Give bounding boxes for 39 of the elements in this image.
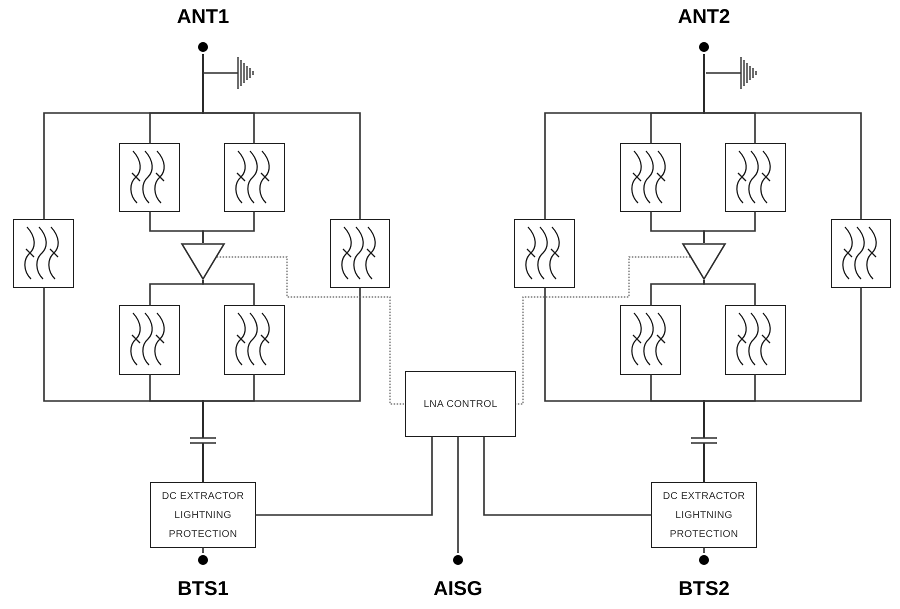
port-label: AISG: [432, 578, 484, 600]
connector-line: [703, 287, 862, 483]
control-line: [516, 256, 690, 405]
connector-line: [202, 548, 204, 553]
amplifier-symbol: [682, 243, 726, 280]
protection-block: DC EXTRACTOR LIGHTNING PROTECTION: [651, 482, 757, 548]
filter-block: [119, 305, 180, 375]
filter-block: [725, 305, 786, 375]
connector-line: [703, 548, 705, 553]
filter-block: [224, 305, 285, 375]
connector-line: [149, 280, 204, 305]
filter-block: [831, 219, 891, 288]
control-line: [216, 256, 405, 405]
connector-line: [256, 437, 433, 516]
amplifier-symbol: [181, 243, 225, 280]
filter-block: [514, 219, 575, 288]
filter-block: [620, 305, 681, 375]
protection-block: DC EXTRACTOR LIGHTNING PROTECTION: [150, 482, 256, 548]
filter-block: [119, 143, 180, 212]
connector-line: [703, 280, 756, 305]
port-label: ANT2: [676, 6, 732, 28]
filter-block: [330, 219, 390, 288]
connector-line: [650, 280, 705, 305]
filter-block: [725, 143, 786, 212]
connector-line: [483, 437, 651, 516]
port-label: ANT1: [176, 6, 230, 28]
connector-line: [202, 212, 255, 243]
connector-line: [703, 212, 756, 243]
connector-line: [202, 287, 361, 483]
filter-block: [13, 219, 74, 288]
filter-block: [620, 143, 681, 212]
connector-line: [703, 54, 862, 219]
connector-line: [202, 54, 361, 219]
connector-line: [457, 437, 459, 553]
port-label: BTS2: [677, 578, 731, 600]
filter-block: [224, 143, 285, 212]
port-label: BTS1: [176, 578, 230, 600]
connector-line: [202, 280, 255, 305]
control-block: LNA CONTROL: [405, 371, 516, 437]
